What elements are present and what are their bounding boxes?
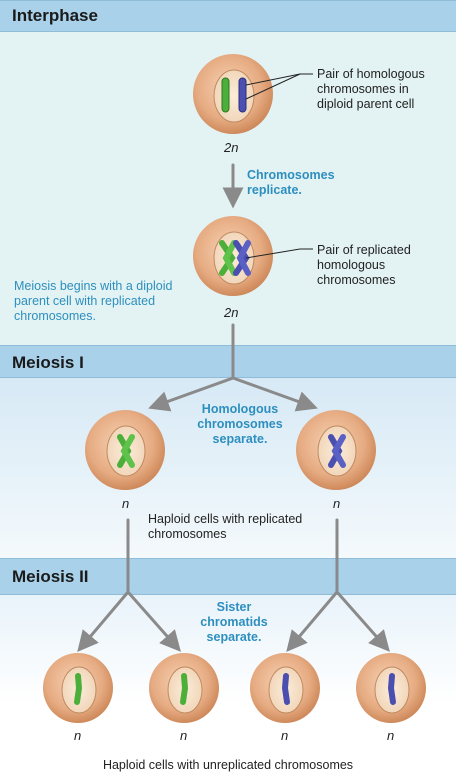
homologous-separate-label: Homologous chromosomes separate. [197, 402, 283, 446]
ploidy-n-m2-3: n [281, 728, 289, 743]
ploidy-n-m2-2: n [180, 728, 188, 743]
meiosis2-arrow-rr [335, 590, 390, 652]
chromosomes-replicate-label: Chromosomes replicate. [247, 168, 335, 197]
haploid-replicated-label: Haploid cells with replicated chromosome… [148, 512, 303, 541]
ploidy-n-m2-4: n [387, 728, 395, 743]
meiosis2-title: Meiosis II [12, 567, 89, 586]
meiosis2-arrow-rl [286, 590, 339, 653]
meiosis1-arrow-left [148, 376, 235, 412]
ploidy-n-m1-left: n [122, 496, 130, 511]
sister-separate-label: Sister chromatids separate. [200, 600, 268, 644]
ploidy-n-m1-right: n [333, 496, 341, 511]
meiosis2-cell-2 [149, 653, 219, 723]
meiosis1-header: Meiosis I [0, 345, 456, 378]
meiosis2-arrow-lr [126, 590, 181, 652]
meiosis1-title: Meiosis I [12, 353, 84, 372]
meiosis2-cell-3 [250, 653, 320, 723]
meiosis1-cell-purple [296, 410, 376, 490]
replicated-pair-label: Pair of replicated homologous chromosome… [317, 243, 411, 287]
ploidy-2n-parent: 2n [224, 140, 239, 155]
homologous-pair-label: Pair of homologous chromosomes in diploi… [317, 67, 425, 111]
diploid-parent-cell [193, 54, 273, 134]
ploidy-n-m2-1: n [74, 728, 82, 743]
green-replicated-chromosome [219, 240, 237, 276]
meiosis1-arrow-right [231, 376, 318, 412]
interphase-header: Interphase [0, 0, 456, 32]
meiosis1-cell-green [85, 410, 165, 490]
interphase-title: Interphase [12, 6, 98, 25]
meiosis-begins-note: Meiosis begins with a diploid parent cel… [14, 279, 173, 323]
meiosis2-cell-1 [43, 653, 113, 723]
green-chromosome [221, 77, 230, 113]
haploid-unreplicated-label: Haploid cells with unreplicated chromoso… [102, 758, 354, 772]
meiosis2-header: Meiosis II [0, 558, 456, 595]
meiosis2-cell-4 [356, 653, 426, 723]
ploidy-2n-replicated: 2n [224, 305, 239, 320]
meiosis1-background [0, 376, 456, 558]
purple-chromosome [238, 77, 247, 113]
meiosis2-arrow-ll [77, 590, 130, 653]
